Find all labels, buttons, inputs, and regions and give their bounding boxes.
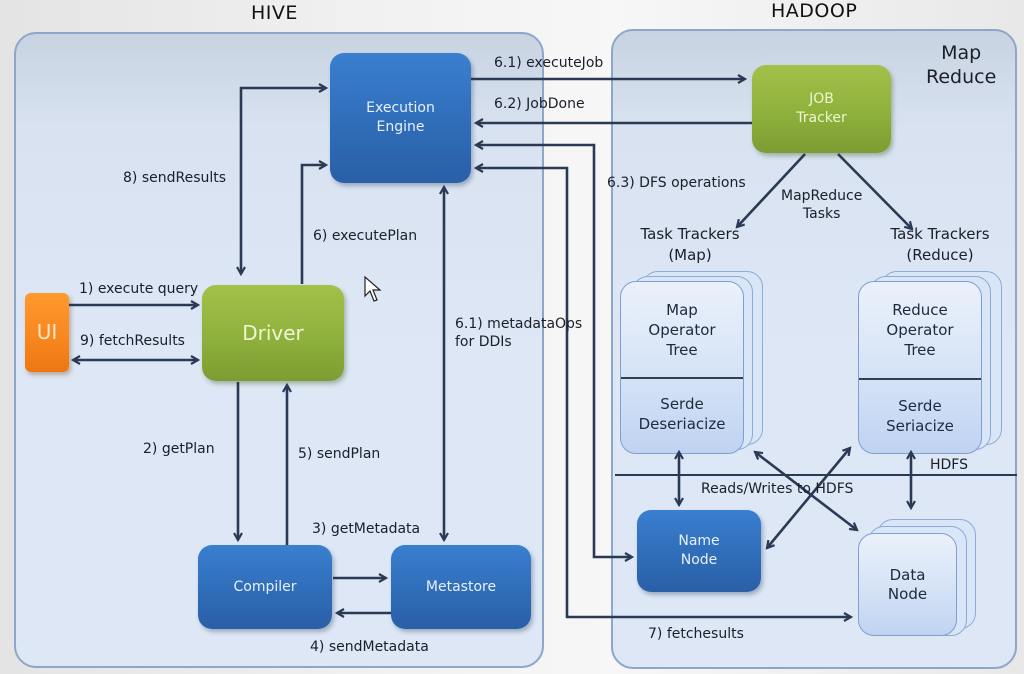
job-tracker-label: JOB Tracker [796,91,847,126]
reduce-task-tracker[interactable]: Reduce Operator Tree Serde Seriacize [858,281,982,454]
label-get-metadata: 3) getMetadata [312,521,421,537]
data-node[interactable]: Data Node [858,533,957,636]
label-send-results: 8) sendResults [123,170,227,186]
label-fetch-results: 9) fetchResults [80,333,185,349]
label-execute-query: 1) execute query [79,281,199,297]
task-trackers-map-label: Task Trackers (Map) [640,225,740,264]
hdfs-section-label: HDFS [930,457,969,473]
label-reads-writes-hdfs: Reads/Writes to HDFS [701,481,854,497]
label-get-plan: 2) getPlan [143,441,215,457]
compiler-node[interactable]: Compiler [198,545,332,629]
label-metadata-ops: 6.1) metadataOps for DDIs [455,316,583,350]
ui-node-label: UI [36,320,58,344]
metastore-node[interactable]: Metastore [391,545,531,629]
label-mapreduce-tasks: MapReduce Tasks [781,188,863,222]
label-execute-job: 6.1) executeJob [494,55,604,71]
mouse-cursor-icon [364,276,382,302]
hive-title: HIVE [251,2,298,24]
name-node[interactable]: Name Node [637,510,761,592]
name-node-label: Name Node [678,533,720,568]
data-node-label: Data Node [887,565,928,603]
ui-node[interactable]: UI [25,293,69,372]
label-send-plan: 5) sendPlan [298,446,381,462]
reduce-tracker-split [859,378,981,380]
map-task-tracker[interactable]: Map Operator Tree Serde Deseriacize [620,281,744,454]
execution-engine-node[interactable]: Execution Engine [330,53,471,183]
execution-engine-label: Execution Engine [366,100,435,135]
compiler-label: Compiler [233,578,297,595]
driver-node-label: Driver [242,320,304,345]
hdfs-divider [615,474,1017,476]
label-job-done: 6.2) JobDone [494,96,585,112]
metastore-label: Metastore [425,578,497,595]
label-send-metadata: 4) sendMetadata [310,639,429,655]
map-operator-tree: Map Operator Tree [648,300,716,359]
label-execute-plan: 6) executePlan [313,228,418,244]
job-tracker-node[interactable]: JOB Tracker [752,65,891,153]
label-fetchesults: 7) fetchesults [648,626,744,642]
map-serde: Serde Deseriacize [638,395,726,433]
task-trackers-reduce-label: Task Trackers (Reduce) [890,225,990,264]
label-dfs-operations: 6.3) DFS operations [607,175,746,191]
reduce-operator-tree: Reduce Operator Tree [886,301,954,359]
reduce-serde: Serde Seriacize [886,397,954,435]
driver-node[interactable]: Driver [202,285,344,381]
hadoop-title: HADOOP [771,0,858,22]
mapreduce-section-label: Map Reduce [926,42,997,88]
